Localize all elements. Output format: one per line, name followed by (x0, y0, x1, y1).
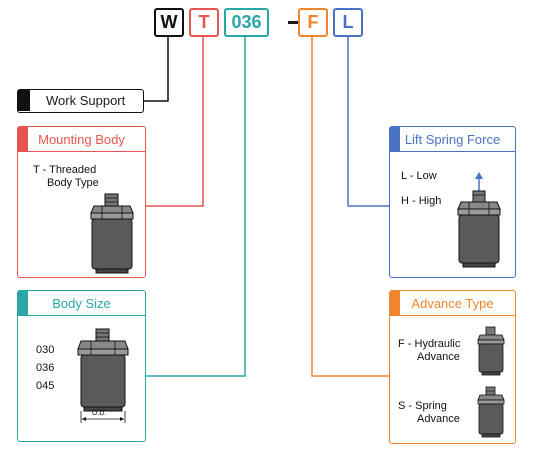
code-separator (288, 21, 298, 24)
connector-t (146, 37, 204, 207)
code-segment-l: L (333, 8, 363, 37)
mounting-body-title: Mounting Body (38, 131, 125, 147)
connector-036 (146, 37, 246, 377)
body-size-option-030: 030 (36, 344, 55, 356)
code-segment-t: T (189, 8, 219, 37)
body-size-panel: Body Size 030 036 045 O.D. (17, 290, 146, 442)
advance-option-hydraulic-cont: Advance (417, 351, 460, 363)
mounting-body-panel: Mounting Body T - Threaded Body Type (17, 126, 146, 278)
mounting-body-option-t: T - Threaded (33, 164, 97, 176)
lift-spring-force-tab (390, 127, 400, 151)
connector-f (311, 37, 390, 377)
code-segment-f: F (298, 8, 328, 37)
threaded-body-illustration (90, 193, 134, 274)
advance-type-panel: Advance Type F - Hydraulic Advance S - S… (389, 290, 516, 444)
body-size-title: Body Size (52, 295, 111, 311)
body-size-header: Body Size (18, 291, 145, 316)
lift-spring-illustration (457, 172, 501, 268)
advance-type-tab (390, 291, 400, 315)
hydraulic-advance-illustration (477, 326, 505, 376)
body-size-option-045: 045 (36, 380, 55, 392)
code-segment-w: W (154, 8, 184, 37)
body-size-illustration (77, 328, 129, 423)
lift-spring-option-low: L - Low (401, 170, 437, 182)
mounting-body-option-t-cont: Body Type (47, 177, 99, 189)
body-size-tab (18, 291, 28, 315)
connector-w (144, 37, 169, 102)
advance-option-spring-cont: Advance (417, 413, 460, 425)
body-size-od-label: O.D. (92, 410, 107, 417)
connector-l (347, 37, 390, 207)
work-support-tab (18, 90, 30, 111)
advance-type-header: Advance Type (390, 291, 515, 316)
body-size-option-036: 036 (36, 362, 55, 374)
advance-type-title: Advance Type (411, 295, 494, 311)
advance-option-spring: S - Spring (398, 400, 447, 412)
mounting-body-tab (18, 127, 28, 151)
lift-spring-force-title: Lift Spring Force (404, 131, 501, 147)
work-support-box: Work Support (17, 89, 144, 113)
code-segment-036: 036 (224, 8, 269, 37)
advance-option-hydraulic: F - Hydraulic (398, 338, 461, 350)
lift-spring-force-header: Lift Spring Force (390, 127, 515, 152)
lift-spring-option-high: H - High (401, 195, 442, 207)
spring-advance-illustration (477, 386, 505, 438)
mounting-body-header: Mounting Body (18, 127, 145, 152)
lift-spring-force-panel: Lift Spring Force L - Low H - High (389, 126, 516, 278)
work-support-label: Work Support (46, 93, 126, 108)
